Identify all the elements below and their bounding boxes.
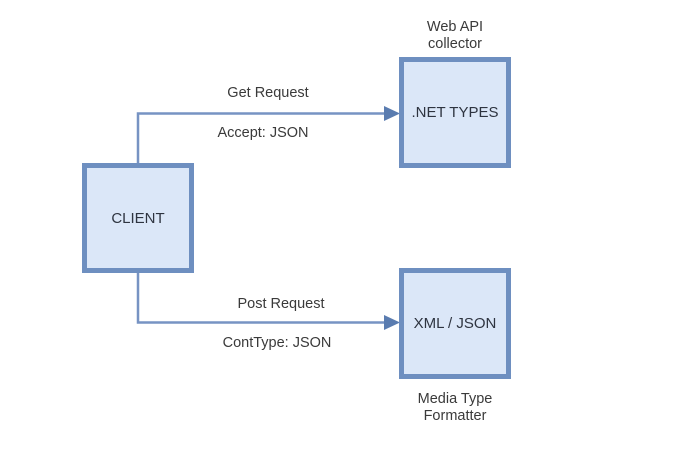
caption-web-api-collector: Web API collector — [426, 19, 484, 52]
node-xml-json-label: XML / JSON — [413, 315, 497, 332]
arrowhead-post-request — [384, 315, 400, 330]
edge-label-get-request: Get Request — [227, 85, 309, 101]
node-xml-json: XML / JSON — [399, 268, 511, 379]
edge-get-request — [136, 106, 400, 164]
node-net-types-label: .NET TYPES — [411, 104, 499, 121]
edge-label-accept-json: Accept: JSON — [217, 125, 309, 141]
caption-media-type-formatter: Media Type Formatter — [417, 391, 493, 424]
node-net-types: .NET TYPES — [399, 57, 511, 168]
node-client: CLIENT — [82, 163, 194, 273]
arrowhead-get-request — [384, 106, 400, 121]
edge-label-conttype-json: ContType: JSON — [222, 335, 332, 351]
edge-post-request — [136, 272, 400, 330]
edge-label-post-request: Post Request — [237, 296, 325, 312]
node-client-label: CLIENT — [111, 209, 165, 227]
